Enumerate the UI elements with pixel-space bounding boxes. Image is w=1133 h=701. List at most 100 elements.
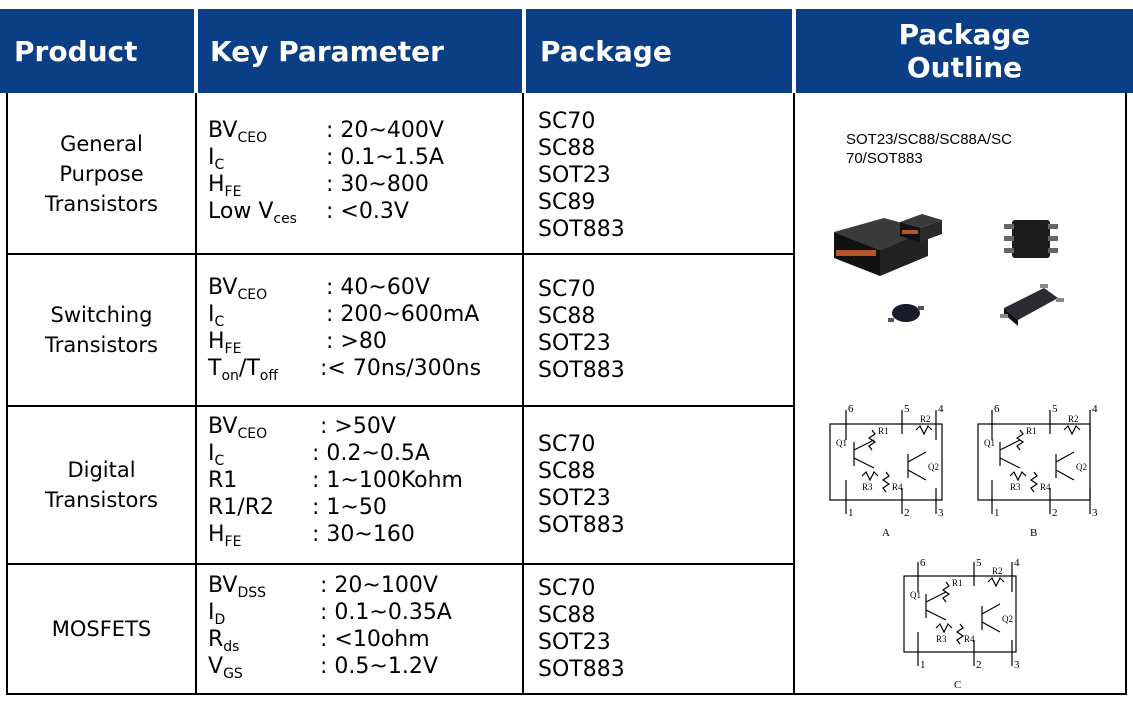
pin-label: 1	[994, 507, 1000, 519]
param-row: Ton/Toff:< 70ns/300ns	[208, 356, 482, 384]
pin-label: 1	[920, 659, 926, 671]
product-line: Purpose	[59, 162, 144, 186]
component-label: Q1	[984, 438, 995, 448]
pin-label: 6	[920, 557, 926, 569]
package-item: SOT883	[538, 217, 625, 242]
component-label: Q2	[1076, 462, 1087, 472]
param-row: R1: 1~100Kohm	[208, 468, 463, 493]
component-label: R3	[936, 634, 947, 644]
package-item: SOT23	[538, 630, 611, 655]
param-value: : 0.1~1.5A	[326, 145, 444, 170]
table-row-3-packages: SC70 SC88 SOT23 SOT883	[524, 431, 792, 539]
component-label: R2	[992, 566, 1003, 576]
header-key-parameter: Key Parameter	[198, 9, 522, 93]
package-item: SOT883	[538, 513, 625, 538]
circuit-schematics: A B C 6 5 4 1 2 3 6 5 4 1 2 3 6 5 4 1 2 …	[829, 403, 1098, 691]
header-package-outline: Package Outline	[796, 9, 1133, 93]
param-row: BVCEO: >50V	[208, 414, 396, 442]
param-value: : 30~160	[312, 522, 415, 547]
product-line: General	[60, 132, 143, 156]
component-label: Q2	[1002, 614, 1013, 624]
table-row-2-product: Switching Transistors	[8, 255, 195, 405]
table-border-bottom	[6, 693, 1127, 695]
component-label: R4	[1040, 482, 1051, 492]
package-item: SC70	[538, 109, 596, 134]
param-value: : 1~100Kohm	[312, 468, 463, 493]
pin-label: 3	[1014, 659, 1020, 671]
package-outline-caption: SOT23/SC88/SC88A/SC 70/SOT883	[846, 131, 1012, 167]
param-row: HFE: 30~160	[208, 522, 415, 550]
package-item: SOT23	[538, 486, 611, 511]
chip-tiny-icon	[888, 304, 924, 322]
param-value: : 0.5~1.2V	[320, 654, 438, 679]
schematic-label-c: C	[954, 679, 961, 691]
param-row: ID: 0.1~0.35A	[208, 600, 452, 628]
pin-label: 2	[1052, 507, 1058, 519]
param-row: BVCEO: 40~60V	[208, 275, 430, 303]
param-value: : 1~50	[312, 495, 387, 520]
package-item: SC70	[538, 432, 596, 457]
component-label: Q1	[836, 438, 847, 448]
table-row-4-params: BVDSS: 20~100V ID: 0.1~0.35A Rds: <10ohm…	[198, 572, 522, 682]
package-item: SOT23	[538, 163, 611, 188]
param-row: HFE: >80	[208, 329, 387, 357]
table-row-3-params: BVCEO: >50V IC: 0.2~0.5A R1: 1~100Kohm R…	[198, 413, 522, 550]
component-label: R1	[1026, 426, 1037, 436]
param-row: BVDSS: 20~100V	[208, 573, 438, 601]
column-divider-3	[793, 93, 795, 695]
pin-label: 1	[848, 507, 854, 519]
schematic-a	[829, 410, 943, 514]
product-line: Transistors	[45, 488, 158, 512]
row-divider-1	[6, 253, 794, 255]
header-package-outline-line-2: Outline	[906, 51, 1023, 84]
pin-label: 4	[938, 403, 944, 415]
package-photos	[834, 214, 1064, 326]
pin-label: 5	[1052, 403, 1058, 415]
schematic-b	[977, 410, 1091, 514]
chip-sot23-icon	[1000, 284, 1064, 326]
table-row-1-params: BVCEO: 20~400V IC: 0.1~1.5A HFE: 30~800 …	[198, 117, 522, 227]
param-row: IC: 0.1~1.5A	[208, 145, 444, 173]
param-value: : <10ohm	[320, 627, 430, 652]
param-value: : >80	[326, 329, 387, 354]
param-row: VGS: 0.5~1.2V	[208, 654, 438, 682]
product-line: Switching	[50, 303, 153, 327]
component-label: R3	[862, 482, 873, 492]
table-border-left	[6, 93, 8, 695]
component-label: R2	[920, 414, 931, 424]
header-product-label: Product	[14, 34, 138, 68]
package-item: SC88	[538, 304, 596, 329]
table-border-right	[1125, 93, 1127, 695]
row-divider-3	[6, 563, 794, 565]
table-row-2-params: BVCEO: 40~60V IC: 200~600mA HFE: >80 Ton…	[198, 274, 522, 384]
pin-label: 5	[904, 403, 910, 415]
param-value: : 20~100V	[320, 573, 438, 598]
package-item: SOT883	[538, 657, 625, 682]
header-package-outline-line-1: Package	[898, 18, 1031, 51]
param-value: : 200~600mA	[326, 302, 480, 327]
product-line: Transistors	[45, 192, 158, 216]
package-item: SOT23	[538, 331, 611, 356]
table-row-4-packages: SC70 SC88 SOT23 SOT883	[524, 575, 792, 683]
header-package: Package	[526, 9, 792, 93]
component-label: R2	[1068, 414, 1079, 424]
chip-small-middle-icon	[900, 214, 942, 242]
param-value: : <0.3V	[326, 199, 409, 224]
param-row: R1/R2: 1~50	[208, 495, 387, 520]
schematic-label-a: A	[882, 527, 890, 539]
component-label: Q1	[910, 590, 921, 600]
pin-label: 3	[1092, 507, 1098, 519]
header-key-parameter-label: Key Parameter	[210, 34, 444, 68]
param-row: IC: 0.2~0.5A	[208, 441, 430, 469]
package-item: SC88	[538, 603, 596, 628]
column-divider-2	[522, 93, 524, 695]
pin-label: 3	[938, 507, 944, 519]
table-row-3-product: Digital Transistors	[8, 407, 195, 563]
pin-label: 2	[976, 659, 982, 671]
pin-label: 4	[1092, 403, 1098, 415]
package-item: SC70	[538, 277, 596, 302]
param-row: Low Vces: <0.3V	[208, 199, 409, 227]
component-label: R4	[964, 634, 975, 644]
package-item: SC70	[538, 576, 596, 601]
param-value: : 40~60V	[326, 275, 430, 300]
